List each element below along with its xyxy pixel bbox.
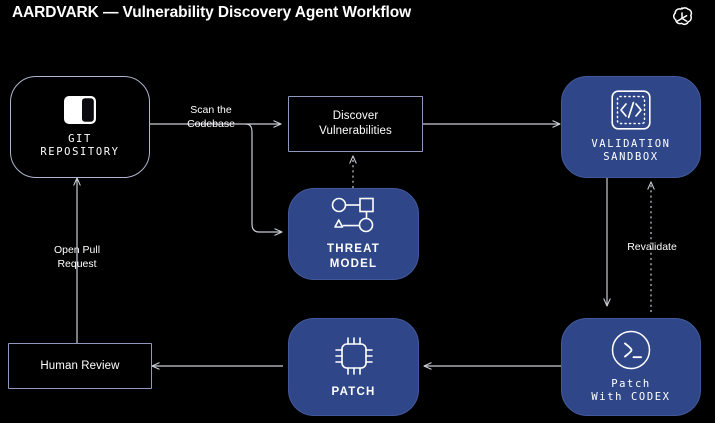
node-patch-with-codex[interactable]: Patch With CODEX [561, 318, 701, 416]
graph-nodes-icon [330, 196, 378, 234]
node-threat-model[interactable]: THREAT MODEL [288, 188, 419, 280]
edge-label-revalidate: Revalidate [627, 241, 677, 253]
edge-label-scan-the-codebase: Scan the Codebase [187, 104, 235, 130]
node-human-review[interactable]: Human Review [8, 343, 152, 389]
node-validation-sandbox[interactable]: VALIDATION SANDBOX [561, 76, 701, 178]
terminal-prompt-icon [611, 330, 651, 370]
edge-label-open-pull-request: Open Pull Request [53, 244, 101, 270]
code-sandbox-icon [611, 89, 651, 130]
node-patch-label: PATCH [331, 385, 376, 398]
node-human-review-label: Human Review [40, 359, 120, 372]
page-title: AARDVARK — Vulnerability Discovery Agent… [12, 4, 412, 21]
node-patch-with-codex-label: Patch With CODEX [591, 377, 671, 403]
node-validation-sandbox-label: VALIDATION SANDBOX [591, 137, 671, 163]
openai-logo-icon [668, 5, 696, 33]
node-git-repository-label: GIT REPOSITORY [40, 132, 120, 158]
node-discover-vulnerabilities-label: Discover Vulnerabilities [319, 110, 392, 137]
node-git-repository[interactable]: GIT REPOSITORY [10, 76, 150, 178]
node-patch[interactable]: PATCH [288, 318, 419, 416]
repository-icon [63, 95, 97, 125]
node-discover-vulnerabilities[interactable]: Discover Vulnerabilities [288, 96, 423, 152]
edge-scan-to-threat-model [245, 123, 282, 232]
chip-icon [333, 335, 375, 377]
node-threat-model-label: THREAT MODEL [327, 243, 380, 270]
